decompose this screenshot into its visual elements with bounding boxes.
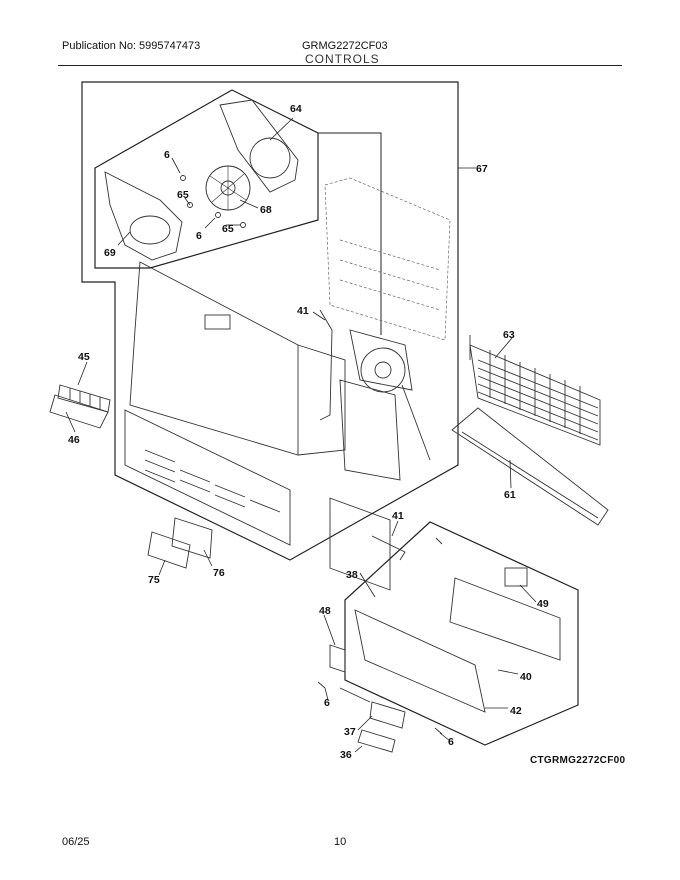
vent-cover-46 bbox=[49, 394, 109, 429]
assembly-67-boundary bbox=[81, 81, 459, 561]
callout-46: 46 bbox=[68, 434, 80, 446]
callout-6: 6 bbox=[196, 230, 202, 242]
blower-housing-64 bbox=[219, 99, 299, 193]
callout-64: 64 bbox=[290, 103, 302, 115]
callout-6: 6 bbox=[448, 736, 454, 748]
cover-75 bbox=[147, 531, 191, 569]
callout-65: 65 bbox=[177, 189, 189, 201]
callout-40: 40 bbox=[520, 671, 532, 683]
callout-6: 6 bbox=[324, 697, 330, 709]
callout-67: 67 bbox=[476, 163, 488, 175]
callout-38: 38 bbox=[346, 569, 358, 581]
fan-motor bbox=[360, 347, 406, 393]
connector-36 bbox=[357, 729, 396, 753]
publication-number: Publication No: 5995747473 bbox=[62, 40, 201, 52]
callout-76: 76 bbox=[213, 567, 225, 579]
callout-63: 63 bbox=[503, 329, 515, 341]
callout-37: 37 bbox=[344, 726, 356, 738]
callout-41: 41 bbox=[392, 510, 404, 522]
control-board-42 bbox=[354, 609, 486, 713]
harness-41 bbox=[371, 535, 406, 561]
callout-36: 36 bbox=[340, 749, 352, 761]
rear-housing-outline bbox=[324, 177, 451, 341]
section-title: CONTROLS bbox=[305, 52, 380, 66]
evaporator-cover-panel bbox=[129, 261, 299, 456]
blower-inset-boundary bbox=[94, 89, 319, 269]
callout-49: 49 bbox=[537, 598, 549, 610]
footer-date: 06/25 bbox=[62, 836, 90, 848]
header-rule bbox=[58, 65, 622, 66]
callout-6: 6 bbox=[164, 149, 170, 161]
connector-37 bbox=[369, 701, 406, 729]
callout-75: 75 bbox=[148, 574, 160, 586]
callout-42: 42 bbox=[510, 705, 522, 717]
callout-61: 61 bbox=[504, 489, 516, 501]
blower-cover-69 bbox=[104, 171, 183, 261]
callout-45: 45 bbox=[78, 351, 90, 363]
callout-41: 41 bbox=[297, 305, 309, 317]
callout-68: 68 bbox=[260, 204, 272, 216]
drain-pan-61 bbox=[451, 407, 609, 526]
control-bracket bbox=[329, 497, 391, 591]
control-box-40 bbox=[449, 577, 561, 661]
model-number: GRMG2272CF03 bbox=[302, 40, 388, 52]
callout-69: 69 bbox=[104, 247, 116, 259]
evaporator-coil-63 bbox=[469, 344, 601, 446]
callout-65: 65 bbox=[222, 223, 234, 235]
control-housing-boundary bbox=[344, 521, 579, 746]
relay-49 bbox=[504, 567, 528, 587]
callout-48: 48 bbox=[319, 605, 331, 617]
page-number: 10 bbox=[334, 836, 347, 848]
bracket-48 bbox=[329, 644, 346, 673]
diagram-code: CTGRMG2272CF00 bbox=[530, 755, 626, 766]
cover-76 bbox=[171, 517, 213, 559]
